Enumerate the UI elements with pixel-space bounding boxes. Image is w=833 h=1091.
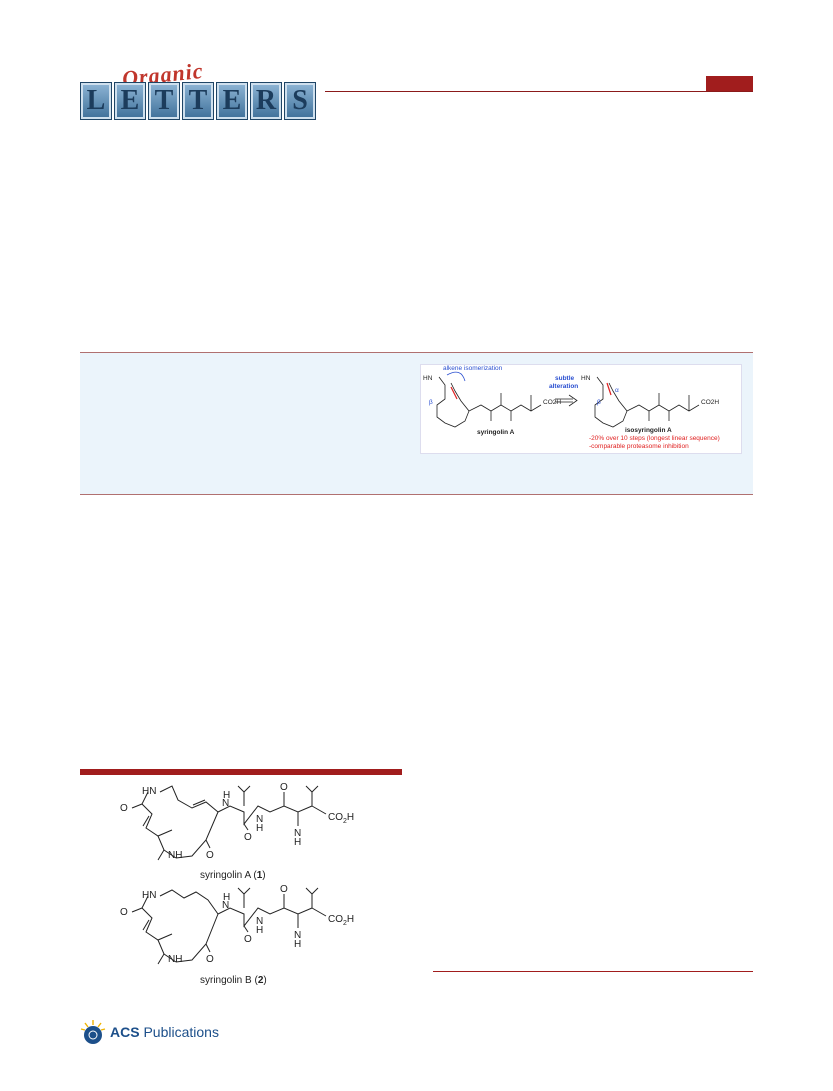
atom-label-h: H xyxy=(294,939,301,950)
atom-label-n: N xyxy=(256,916,263,927)
carboxylic-acid-label: CO2H xyxy=(328,914,354,927)
toc-co2h-label: CO2H xyxy=(701,399,720,406)
atom-label-n: N xyxy=(222,900,229,911)
atom-label-h: H xyxy=(256,823,263,834)
atom-label-o: O xyxy=(280,884,288,895)
atom-label-nh: NH xyxy=(168,850,182,861)
journal-logo: Organic L E T T E R S xyxy=(80,58,322,122)
logo-letter: L xyxy=(80,82,112,120)
toc-structures xyxy=(436,371,700,428)
atom-label-o: O xyxy=(244,934,252,945)
structures-figure: HN O NH O N H O N H O N H CO2H HN O NH O… xyxy=(120,782,354,986)
toc-note-inhibition: -comparable proteasome inhibition xyxy=(589,443,689,450)
toc-alpha-label: α xyxy=(615,387,619,394)
compound-caption-2: syringolin B (2) xyxy=(200,975,267,986)
atom-label-n: N xyxy=(294,930,301,941)
logo-letter: T xyxy=(182,82,214,120)
atom-label-n: N xyxy=(256,814,263,825)
logo-letter: E xyxy=(216,82,248,120)
atom-label-n: N xyxy=(222,798,229,809)
atom-label-nh: NH xyxy=(168,954,182,965)
atom-label-hn: HN xyxy=(142,890,156,901)
toc-note-yield: -20% over 10 steps (longest linear seque… xyxy=(589,435,720,442)
atom-label-h: H xyxy=(294,837,301,848)
acs-publications-logo[interactable]: ACS Publications xyxy=(80,1018,219,1046)
atom-label-h: H xyxy=(223,892,230,903)
atom-label-o: O xyxy=(120,803,128,814)
logo-letter: R xyxy=(250,82,282,120)
compound-caption-1: syringolin A (1) xyxy=(200,870,266,881)
logo-letter: T xyxy=(148,82,180,120)
atom-label-h: H xyxy=(223,790,230,801)
atom-label-hn: HN xyxy=(142,786,156,797)
atom-label-o: O xyxy=(206,954,214,965)
toc-product-name: isosyringolin A xyxy=(625,427,672,434)
logo-letter: S xyxy=(284,82,316,120)
header-rule xyxy=(325,91,753,92)
figure-top-rule xyxy=(80,769,402,775)
logo-letter: E xyxy=(114,82,146,120)
toc-hn-label: HN xyxy=(423,375,433,382)
atom-label-o: O xyxy=(280,782,288,793)
acs-emblem-icon xyxy=(80,1020,106,1044)
atom-label-o: O xyxy=(244,832,252,843)
header-tab xyxy=(706,76,753,91)
toc-arrow-label: alkene isomerization xyxy=(443,365,503,372)
logo-letters: L E T T E R S xyxy=(80,82,318,120)
acs-brand-text: ACS Publications xyxy=(110,1024,219,1040)
atom-label-h: H xyxy=(256,925,263,936)
toc-transform-label-2: alteration xyxy=(549,383,579,390)
toc-co2h-label: CO2H xyxy=(543,399,562,406)
toc-transform-label-1: subtle xyxy=(555,375,575,382)
toc-hn-label: HN xyxy=(581,375,591,382)
toc-beta-label: β xyxy=(429,399,433,406)
column-rule xyxy=(433,971,753,972)
toc-beta-label: β xyxy=(597,399,601,406)
atom-label-o: O xyxy=(120,907,128,918)
toc-reactant-name: syringolin A xyxy=(477,429,515,436)
carboxylic-acid-label: CO2H xyxy=(328,812,354,825)
atom-label-n: N xyxy=(294,828,301,839)
toc-graphic: alkene isomerization HN CO2H β syringoli… xyxy=(420,364,742,454)
atom-label-o: O xyxy=(206,850,214,861)
